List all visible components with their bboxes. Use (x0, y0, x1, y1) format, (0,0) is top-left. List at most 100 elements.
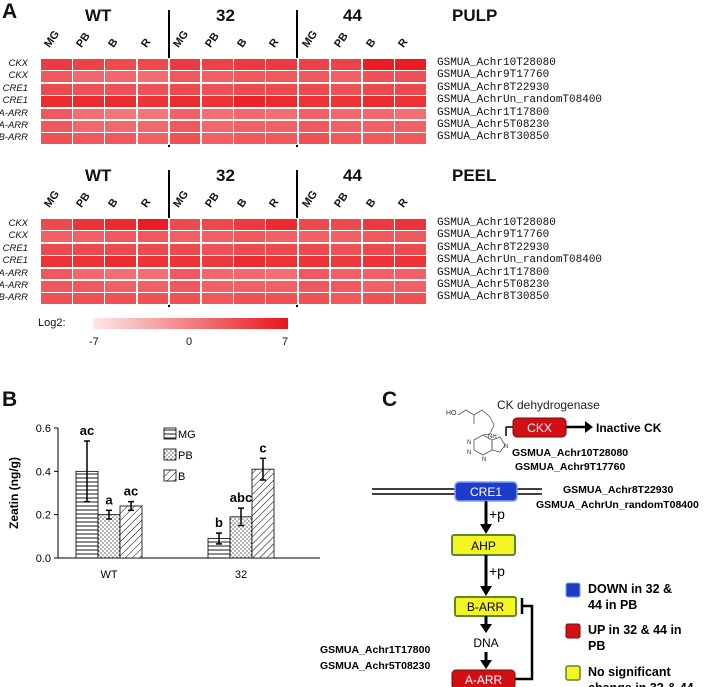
accession-pulp-2: GSMUA_Achr8T22930 (437, 81, 550, 94)
heatmap-cell-peel (72, 230, 105, 244)
heatmap-cell-peel (233, 280, 266, 293)
barr-box-label: B-ARR (467, 600, 505, 614)
heatmap-cell-pulp (394, 58, 427, 71)
heatmap-cell-pulp (297, 107, 331, 121)
feedback-inhibition-line (515, 604, 534, 681)
cre1-box-label: CRE1 (470, 485, 502, 499)
heatmap-cell-pulp (201, 70, 234, 84)
heatmap-cell-peel (329, 255, 363, 269)
heatmap-cell-peel (136, 267, 170, 281)
heatmap-cell-pulp (136, 95, 170, 109)
gene-label-pulp-0: CKX (8, 58, 28, 69)
col-header-pulp-0: MG (42, 28, 63, 50)
heatmap-cell-pulp (265, 132, 299, 146)
heatmap-cell-peel (329, 292, 363, 306)
col-header-peel-3: R (138, 196, 154, 210)
heatmap-cell-peel (233, 230, 266, 244)
heatmap-cell-peel (265, 280, 299, 293)
heatmap-cell-peel (40, 280, 73, 293)
molecule-ho-label: HO (446, 410, 457, 417)
ahp-box (451, 534, 516, 556)
legend-label-up-1: UP in 32 & 44 in (588, 623, 682, 637)
heatmap-cell-pulp (233, 95, 266, 109)
heatmap-cell-pulp (40, 132, 73, 146)
heatmap-cell-peel (394, 242, 427, 256)
heatmap-cell-peel (168, 218, 202, 231)
legend-swatch-MG (163, 427, 177, 440)
heatmap-cell-peel (168, 242, 202, 256)
heatmap-cell-pulp (72, 70, 105, 84)
heatmap-cell-peel (265, 218, 299, 231)
legend-label-down-1: DOWN in 32 & (588, 582, 672, 596)
heatmap-cell-peel (394, 218, 427, 231)
heatmap-cell-peel (265, 255, 299, 269)
col-header-pulp-11: R (396, 36, 411, 50)
heatmap-cell-peel (201, 280, 234, 293)
heatmap-cell-pulp (136, 82, 170, 96)
y-tick-label: 0.4 (36, 466, 51, 478)
legend-swatch-down (565, 582, 581, 598)
heatmap-cell-pulp (104, 58, 138, 71)
heatmap-cell-pulp (40, 58, 73, 71)
heatmap-cell-pulp (297, 70, 331, 84)
heatmap-cell-pulp (394, 120, 427, 133)
heatmap-cell-pulp (297, 82, 331, 96)
accession-pulp-4: GSMUA_Achr1T17800 (437, 106, 550, 119)
heatmap-cell-pulp (362, 95, 395, 109)
heatmap-cell-pulp (72, 95, 105, 109)
aarr-id-2: GSMUA_Achr5T08230 (320, 660, 430, 672)
heatmap-cell-pulp (362, 132, 395, 146)
dna-label: DNA (473, 636, 498, 650)
heatmap-cell-pulp (72, 132, 105, 146)
legend-label-down-2: 44 in PB (588, 598, 637, 612)
significance-letter: c (259, 440, 266, 455)
pulp-title: PULP (452, 6, 498, 25)
gene-label-pulp-1: CKX (8, 70, 28, 82)
gene-label-peel-3: CRE1 (2, 255, 28, 267)
col-header-pulp-4: MG (170, 28, 191, 50)
heatmap-cell-pulp (297, 132, 331, 146)
heatmap-cell-peel (265, 267, 299, 281)
heatmap-cell-pulp (394, 95, 427, 109)
svg-text:N: N (504, 444, 508, 450)
heatmap-cell-pulp (362, 120, 395, 133)
gene-label-peel-6: B-ARR (0, 292, 28, 304)
heatmap-cell-peel (394, 292, 427, 306)
heatmap-cell-peel (394, 230, 427, 244)
y-tick-label: 0.0 (36, 553, 51, 565)
col-header-peel-11: R (396, 196, 411, 210)
cytokinin-pathway-diagram: HO NH N N N N CK dehydrogenase CKX Inact… (372, 398, 699, 534)
svg-text:NH: NH (488, 434, 497, 440)
heatmap-cell-peel (40, 255, 73, 269)
heatmap-cell-peel (233, 218, 266, 231)
arrow-cre1-ahp-icon (480, 524, 492, 534)
group-title-pulp-1: 32 (216, 6, 235, 25)
heatmap-cell-peel (72, 292, 105, 306)
heatmap-cell-peel (201, 218, 234, 231)
aarr-id-1: GSMUA_Achr1T17800 (320, 644, 430, 656)
heatmap-cell-pulp (201, 82, 234, 96)
gene-label-pulp-6: B-ARR (0, 132, 28, 144)
heatmap-cell-peel (40, 267, 73, 281)
zeatin-molecule-icon (457, 409, 506, 456)
heatmap-cell-pulp (394, 132, 427, 146)
group-title-pulp-0: WT (85, 6, 112, 25)
heatmap-cell-pulp (265, 82, 299, 96)
heatmap-cell-pulp (297, 95, 331, 109)
heatmap-cell-pulp (201, 58, 234, 71)
y-tick-label: 0.6 (36, 423, 51, 435)
heatmap-cell-peel (297, 280, 331, 293)
heatmap-cell-pulp (329, 82, 363, 96)
heatmap-cell-pulp (40, 70, 73, 84)
heatmap-cell-peel (362, 218, 395, 231)
accession-peel-3: GSMUA_AchrUn_randomT08400 (437, 254, 603, 267)
gene-label-peel-4: A-ARR (0, 267, 28, 279)
col-header-pulp-6: B (235, 36, 250, 50)
plus-p-label-1: +p (489, 506, 505, 522)
heatmap-cell-peel (297, 267, 331, 281)
heatmap-cell-peel (201, 242, 234, 256)
heatmap-cell-peel (104, 280, 138, 293)
heatmap-cell-peel (40, 230, 73, 244)
gene-label-pulp-2: CRE1 (2, 82, 28, 94)
heatmap-cell-peel (168, 280, 202, 293)
